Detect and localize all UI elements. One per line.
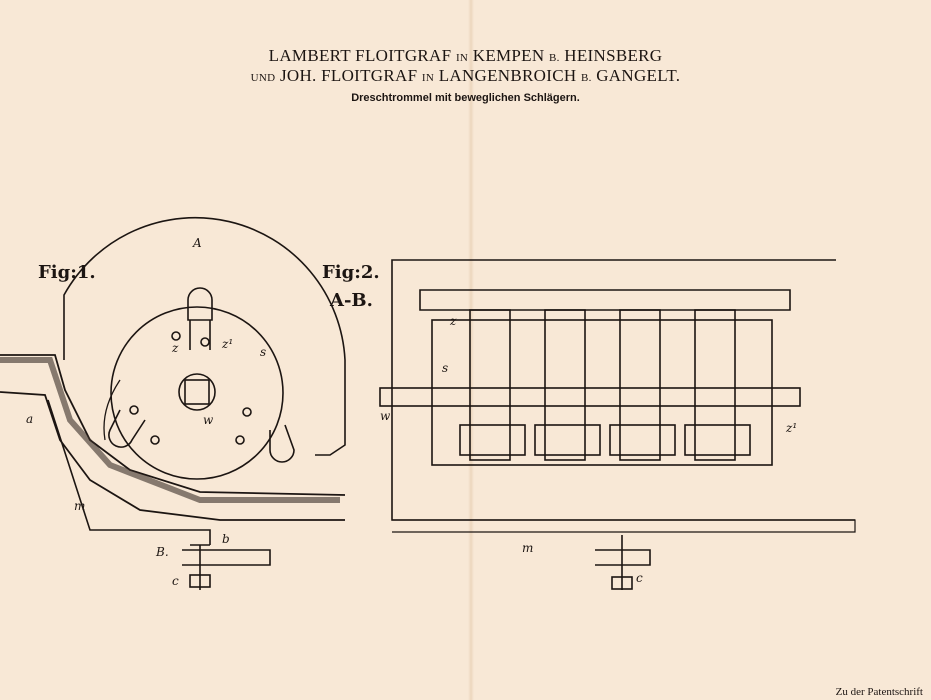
drum-housing — [63, 216, 346, 456]
label-a: a — [26, 412, 33, 426]
figure-1: Fig:1. A B. a m b c w z z¹ s — [0, 216, 346, 590]
fig2-section: A-B. — [329, 290, 373, 311]
label-z: z — [171, 341, 179, 355]
fig2-label-z1: z¹ — [785, 421, 797, 435]
patent-subtitle: Dreschtrommel mit beweglichen Schlägern. — [351, 92, 580, 104]
label-B: B. — [155, 545, 169, 559]
fig2-label-m: m — [522, 541, 533, 555]
label-c: c — [172, 574, 179, 588]
label-s: s — [260, 345, 266, 359]
inventor-line-1: LAMBERT FLOITGRAF IN KEMPEN B. HEINSBERG — [268, 46, 663, 65]
fig2-title: Fig:2. — [322, 262, 380, 283]
label-b: b — [222, 532, 230, 546]
fig2-label-z: z — [449, 314, 457, 328]
label-A: A — [192, 236, 202, 250]
fig1-title: Fig:1. — [38, 262, 96, 283]
label-m: m — [74, 499, 85, 513]
fig2-label-s: s — [442, 361, 448, 375]
label-z1: z¹ — [221, 337, 233, 351]
drum-disc — [110, 306, 284, 480]
fig2-label-w: w — [380, 409, 391, 423]
figure-2: Fig:2. A-B. w m c z z¹ s — [322, 259, 856, 590]
footer-note: Zu der Patentschrift — [835, 686, 923, 698]
fig2-label-c: c — [636, 571, 643, 585]
page-fold — [468, 0, 474, 700]
inventor-line-2: UND JOH. FLOITGRAF IN LANGENBROICH B. GA… — [250, 66, 681, 85]
axle-square — [184, 379, 210, 405]
label-w: w — [203, 413, 214, 427]
